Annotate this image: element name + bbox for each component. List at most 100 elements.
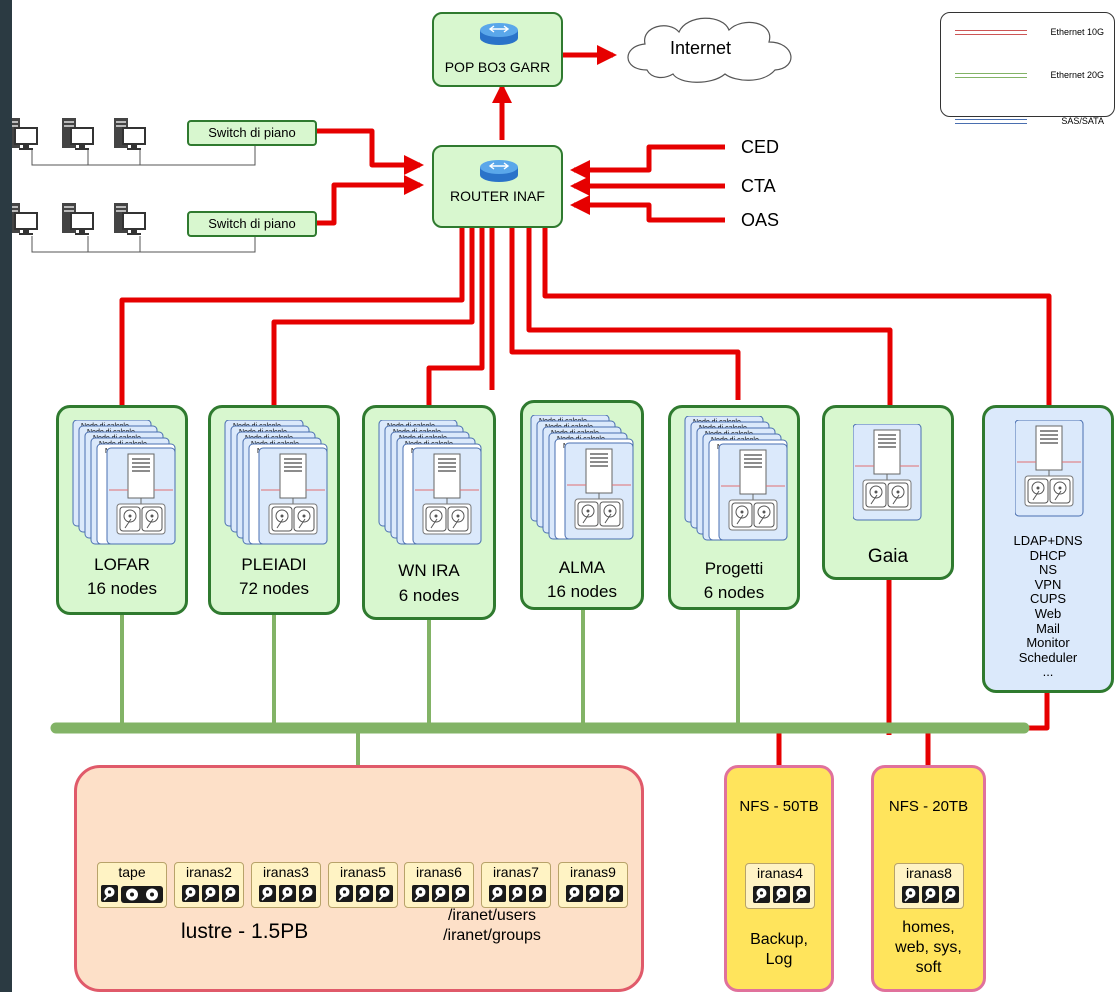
cluster-pleiadi-nodes: 72 nodes [239, 579, 309, 598]
nfs-50tb-title: NFS - 50TB [739, 798, 819, 815]
cluster-progetti-nodes: 6 nodes [703, 583, 765, 602]
cluster-progetti-name: Progetti [704, 559, 764, 578]
switch-floor-2: Switch di piano [187, 211, 317, 237]
node-stack: Nodo di calcolo Nodo di calcolo Nodo di … [378, 420, 482, 545]
hdd-icons [753, 886, 811, 904]
storage-label: iranas3 [263, 864, 309, 880]
router-icon [480, 160, 518, 182]
storage-iranas9: iranas9 [558, 862, 628, 908]
lustre-path-users: /iranet/users [447, 907, 537, 924]
nfs-20tb-usage-line: web, sys, [895, 939, 962, 956]
cluster-pleiadi: Nodo di calcolo Nodo di calcolo Nodo di … [208, 405, 340, 615]
cluster-lofar-name: LOFAR [94, 555, 150, 574]
tape-library: tape [97, 862, 167, 908]
router-icon [480, 23, 518, 45]
cluster-lofar-nodes: 16 nodes [87, 579, 157, 598]
nfs-20tb-usage-line: homes, [902, 919, 955, 936]
storage-label: iranas9 [570, 864, 616, 880]
legend-label-sas: SAS/SATA [1061, 116, 1104, 126]
storage-iranas5: iranas5 [328, 862, 398, 908]
nfs-50tb-usage-line: Log [765, 951, 793, 968]
internet-cloud [627, 17, 792, 83]
storage-label: iranas4 [757, 865, 803, 881]
lustre-label: lustre - 1.5PB [181, 920, 309, 943]
server-gaia: Gaia [822, 405, 954, 580]
inaf-router: ROUTER INAF [432, 145, 563, 228]
tape-reels-icon [101, 884, 163, 903]
node-stack: Nodo di calcolo Nodo di calcolo Nodo di … [530, 415, 634, 540]
node-stack: Nodo di calcolo Nodo di calcolo Nodo di … [72, 420, 176, 545]
service-vpn: VPN [1034, 576, 1062, 592]
tape-label: tape [118, 864, 146, 880]
hdd-icons [182, 885, 240, 903]
storage-iranas3: iranas3 [251, 862, 321, 908]
cluster-lofar: Nodo di calcolo Nodo di calcolo Nodo di … [56, 405, 188, 615]
storage-iranas4: iranas4 [745, 863, 815, 909]
node-stack: Nodo di calcolo Nodo di calcolo Nodo di … [684, 416, 788, 541]
ext-link-cta: CTA [741, 176, 776, 196]
nfs-20tb: NFS - 20TB iranas8 homes, web, sys, soft [871, 765, 986, 992]
pop-router-label: POP BO3 GARR [444, 59, 551, 75]
pop-router: POP BO3 GARR [432, 12, 563, 87]
cluster-alma: Nodo di calcolo Nodo di calcolo Nodo di … [520, 400, 644, 610]
ext-link-ced: CED [741, 137, 780, 157]
service-web: Web [1034, 605, 1062, 621]
cluster-progetti: Nodo di calcolo Nodo di calcolo Nodo di … [668, 405, 800, 610]
hdd-icons [489, 885, 547, 903]
service-ns: NS [1038, 562, 1058, 578]
nfs-50tb: NFS - 50TB iranas4 Backup, Log [724, 765, 834, 992]
storage-iranas7: iranas7 [481, 862, 551, 908]
ext-link-oas: OAS [741, 210, 780, 230]
storage-iranas8: iranas8 [894, 863, 964, 909]
storage-iranas2: iranas2 [174, 862, 244, 908]
inaf-router-label: ROUTER INAF [450, 188, 545, 204]
service-ldap-dns: LDAP+DNS [1013, 533, 1083, 548]
server-gaia-name: Gaia [867, 546, 909, 567]
internet-label: Internet [670, 38, 732, 58]
storage-label: iranas7 [493, 864, 539, 880]
cluster-alma-nodes: 16 nodes [547, 582, 617, 601]
service-cups: CUPS [1029, 591, 1067, 607]
lustre-paths: /iranet/users /iranet/groups [417, 906, 567, 946]
legend-label-10g: Ethernet 10G [1050, 27, 1104, 37]
services-list: LDAP+DNS DHCP NS VPN CUPS Web Mail Monit… [985, 533, 1111, 680]
service-more: ... [1042, 664, 1054, 680]
legend-label-20g: Ethernet 20G [1050, 70, 1104, 80]
legend-red-swatch [955, 30, 1027, 35]
storage-label: iranas2 [186, 864, 232, 880]
network-diagram: Internet POP BO3 GARR ROUTER INAF Switch… [12, 0, 1115, 992]
legend-green-swatch [955, 73, 1027, 78]
hdd-icons [566, 885, 624, 903]
hdd-icons [412, 885, 470, 903]
hdd-icons [902, 886, 960, 904]
service-mail: Mail [1036, 620, 1060, 636]
storage-label: iranas8 [906, 865, 952, 881]
storage-label: iranas6 [416, 864, 462, 880]
server-icon [853, 424, 922, 521]
service-dhcp: DHCP [1029, 547, 1067, 563]
switch-floor-1: Switch di piano [187, 120, 317, 146]
legend: Ethernet 10G Ethernet 20G SAS/SATA [940, 12, 1115, 126]
legend-blue-swatch [955, 119, 1027, 124]
services-server: LDAP+DNS DHCP NS VPN CUPS Web Mail Monit… [982, 405, 1114, 693]
service-scheduler: Scheduler [1018, 649, 1078, 665]
cluster-pleiadi-name: PLEIADI [241, 555, 307, 574]
cluster-alma-name: ALMA [558, 558, 606, 577]
hdd-icons [259, 885, 317, 903]
storage-iranas6: iranas6 [404, 862, 474, 908]
hdd-icons [336, 885, 394, 903]
service-monitor: Monitor [1026, 635, 1070, 651]
nfs-20tb-title: NFS - 20TB [888, 798, 969, 815]
cluster-wn-ira-nodes: 6 nodes [398, 586, 460, 605]
nfs-20tb-usage: homes, web, sys, soft [874, 918, 983, 978]
cluster-wn-ira: Nodo di calcolo Nodo di calcolo Nodo di … [362, 405, 496, 620]
server-icon [1015, 420, 1084, 517]
lustre-path-groups: /iranet/groups [443, 927, 541, 944]
node-stack: Nodo di calcolo Nodo di calcolo Nodo di … [224, 420, 328, 545]
nfs-50tb-usage: Backup, Log [727, 930, 831, 970]
connection-wires [12, 45, 1052, 864]
storage-label: iranas5 [340, 864, 386, 880]
cluster-wn-ira-name: WN IRA [398, 561, 460, 580]
nfs-20tb-usage-line: soft [915, 959, 942, 976]
nfs-50tb-usage-line: Backup, [750, 931, 808, 948]
